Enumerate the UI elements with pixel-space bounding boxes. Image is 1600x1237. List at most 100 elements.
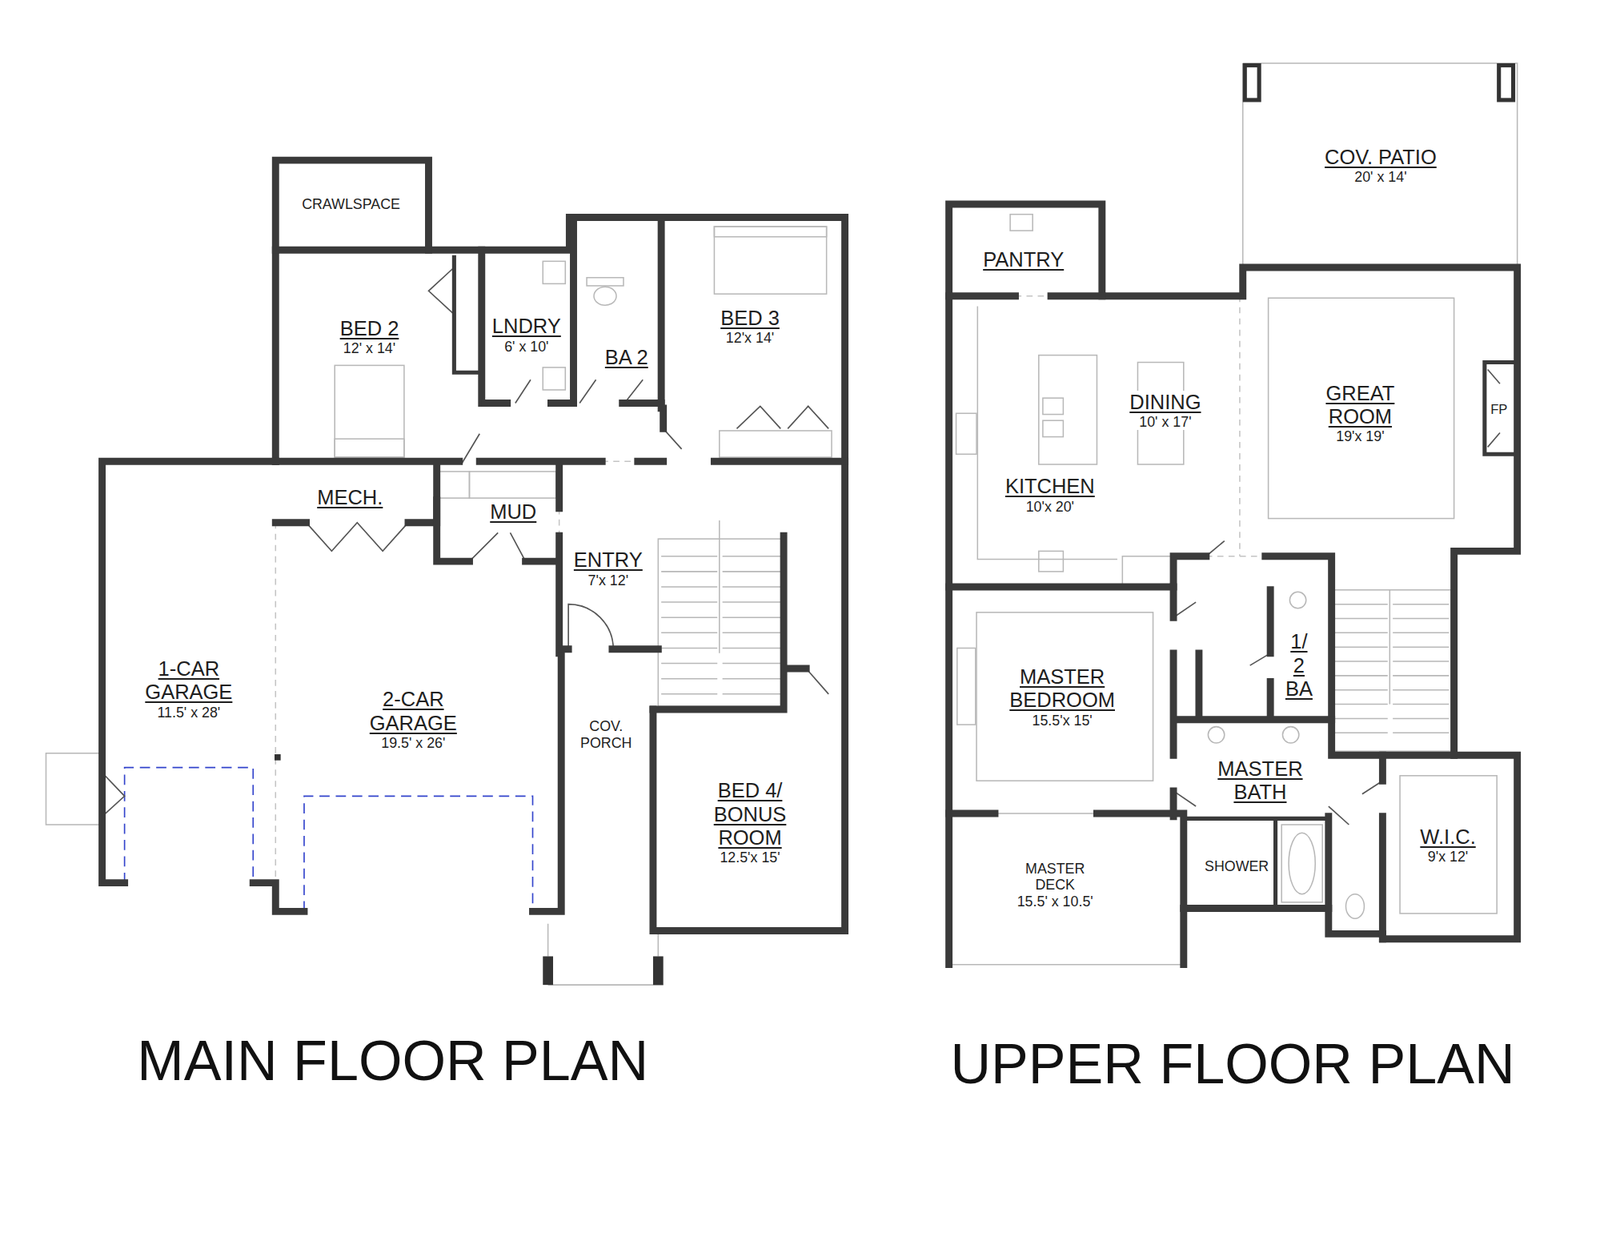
- wall: [275, 160, 429, 250]
- room-name: 1-CAR GARAGE: [139, 657, 239, 705]
- door-swing: [102, 267, 1500, 825]
- room-name: ENTRY: [572, 548, 645, 572]
- room-name: BED 2: [338, 316, 402, 341]
- room-name: SHOWER: [1203, 858, 1271, 875]
- room-label: 2-CAR GARAGE19.5' x 26': [363, 687, 463, 751]
- room-name: BED 3: [718, 306, 782, 330]
- room-label: BED 312'x 14': [718, 306, 782, 347]
- post: [274, 753, 281, 761]
- wall: [481, 224, 662, 408]
- room-dimensions: 7'x 12': [572, 572, 645, 590]
- room-dimensions: 6' x 10': [490, 338, 563, 356]
- room-name: BED 4/ BONUS ROOM: [708, 778, 792, 850]
- room-name: MASTER BATH: [1212, 757, 1308, 805]
- room-name: PANTRY: [981, 248, 1066, 272]
- room-name: MUD: [488, 500, 538, 524]
- fixture: [45, 753, 102, 825]
- open-boundary: [275, 296, 1266, 912]
- room-name: MASTER BEDROOM: [1002, 665, 1123, 713]
- room-label: 1-CAR GARAGE11.5' x 28': [139, 657, 239, 721]
- room-dimensions: 12' x 14': [338, 340, 402, 357]
- door-swing: [306, 522, 409, 552]
- door-swing: [806, 668, 829, 694]
- room-name: 2-CAR GARAGE: [363, 687, 463, 735]
- room-label: FP: [1488, 401, 1509, 418]
- room-name: BA 2: [603, 345, 650, 369]
- fixture: [469, 471, 556, 498]
- fixture: [956, 413, 977, 454]
- wall: [1328, 754, 1384, 939]
- room-name: LNDRY: [490, 314, 563, 338]
- room-name: W.I.C.: [1418, 825, 1477, 849]
- fixture: [1281, 824, 1323, 903]
- room-label: CRAWLSPACE: [300, 196, 402, 213]
- room-dimensions: 19'x 19': [1318, 428, 1402, 446]
- fixture: [661, 520, 781, 694]
- fixture: [1243, 63, 1518, 268]
- door-swing: [469, 532, 526, 562]
- fixture: [438, 471, 470, 498]
- room-label: LNDRY6' x 10': [490, 314, 563, 355]
- room-label: PANTRY: [981, 248, 1066, 272]
- fixture: [334, 438, 405, 458]
- room-dimensions: 11.5' x 28': [139, 704, 239, 722]
- fixture: [1207, 726, 1224, 743]
- room-dimensions: 19.5' x 26': [363, 734, 463, 752]
- post: [542, 955, 554, 985]
- room-label: W.I.C.9'x 12': [1418, 825, 1477, 866]
- room-dimensions: 12'x 14': [718, 329, 782, 347]
- room-dimensions: 15.5'x 15': [1002, 712, 1123, 730]
- fixture: [976, 612, 1154, 781]
- room-name: DINING: [1127, 390, 1203, 414]
- garage-door: [304, 795, 534, 911]
- fixture: [334, 364, 405, 458]
- door-swing: [428, 267, 454, 315]
- fixture: [1334, 589, 1449, 733]
- room-dimensions: 15.5' x 10.5': [1015, 893, 1095, 911]
- room-label: BED 4/ BONUS ROOM12.5'x 15': [708, 778, 792, 866]
- fixture: [1289, 591, 1306, 608]
- wall: [1178, 589, 1332, 720]
- fixture: [949, 813, 1184, 965]
- wall: [102, 160, 1518, 965]
- fixture: [593, 286, 617, 305]
- fixture: [713, 226, 827, 237]
- fixture: [548, 923, 664, 985]
- room-name: GREAT ROOM: [1318, 381, 1402, 430]
- room-label: MUD: [488, 500, 538, 524]
- room-name: COV. PATIO: [1323, 145, 1439, 169]
- room-name: MASTER DECK: [1021, 860, 1089, 894]
- fixture: [1282, 726, 1299, 743]
- post: [653, 955, 664, 985]
- room-label: BA 2: [603, 345, 650, 369]
- room-label: COV. PORCH: [576, 717, 636, 751]
- fixture: [957, 647, 976, 725]
- room-name: KITCHEN: [1003, 474, 1097, 498]
- room-label: SHOWER: [1203, 858, 1271, 875]
- room-dimensions: 10' x 17': [1127, 413, 1203, 431]
- room-name: MECH.: [315, 485, 385, 510]
- room-name: FP: [1488, 401, 1509, 418]
- wall: [949, 204, 1518, 965]
- partition-wall: [453, 255, 1517, 909]
- wall: [561, 645, 658, 653]
- fixture: [719, 430, 832, 458]
- partition-wall: [1183, 818, 1329, 908]
- wall: [949, 556, 1455, 756]
- door-swing: [736, 405, 829, 429]
- room-label: MASTER DECK15.5' x 10.5': [1015, 860, 1095, 911]
- room-label: COV. PATIO20' x 14': [1323, 145, 1439, 186]
- room-dimensions: 10'x 20': [1003, 498, 1097, 516]
- room-label: DINING10' x 17': [1127, 390, 1203, 431]
- fixture: [1010, 214, 1033, 231]
- fixture: [542, 260, 566, 284]
- room-dimensions: 20' x 14': [1323, 168, 1439, 186]
- room-label: MASTER BEDROOM15.5'x 15': [1002, 665, 1123, 729]
- room-label: 1/ 2 BA: [1282, 629, 1316, 701]
- door-swing: [1173, 541, 1383, 825]
- room-label: KITCHEN10'x 20': [1003, 474, 1097, 515]
- fixture: [45, 63, 1517, 985]
- wall: [437, 467, 560, 654]
- fixture: [1042, 420, 1063, 437]
